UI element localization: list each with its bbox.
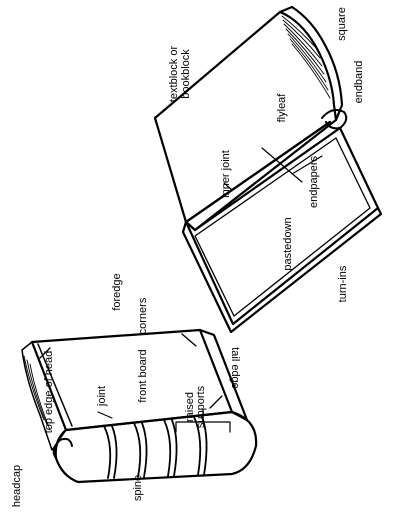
pastedown-board xyxy=(184,126,380,326)
spine-outline xyxy=(54,410,258,484)
label-top-edge-of-head: top edge of head xyxy=(43,350,55,434)
label-turn-ins: turn-ins xyxy=(337,265,349,303)
label-inner-joint: inner joint xyxy=(220,150,232,198)
headcap-curl xyxy=(52,437,73,459)
open-cover-top xyxy=(278,5,344,122)
page-edge-hatching xyxy=(281,15,331,99)
joint-leader xyxy=(97,411,113,419)
label-endband: endband xyxy=(353,60,365,104)
label-raised-supports: raised supports xyxy=(184,377,207,437)
label-textblock-line2: bookblock xyxy=(180,49,192,99)
raised-bands xyxy=(103,416,208,479)
label-raised-supports-text: raised supports xyxy=(184,385,207,429)
label-square: square xyxy=(336,7,348,41)
inner-joint-line xyxy=(184,120,332,224)
joint-line xyxy=(37,343,73,427)
endpapers-leader xyxy=(261,147,323,183)
label-flyleaf: flyleaf xyxy=(276,93,288,123)
raised-supports-bracket xyxy=(175,409,231,433)
label-headcap: headcap xyxy=(11,464,23,508)
label-tail-edge: tail edge xyxy=(229,347,241,389)
label-corners: corners xyxy=(137,297,149,335)
label-spine: spine xyxy=(132,474,144,502)
top-edge-of-head xyxy=(21,341,67,451)
inner-joint-leader xyxy=(223,182,233,191)
closed-book-drawing xyxy=(21,328,258,484)
open-book-drawing xyxy=(153,5,383,334)
textblock-outline xyxy=(153,10,338,232)
label-endpapers: endpapers xyxy=(308,156,320,208)
label-textblock-line1: textblock or xyxy=(168,45,180,103)
corner-lines xyxy=(39,333,223,409)
label-foredge: foredge xyxy=(111,273,123,311)
label-front-board: front board xyxy=(137,349,149,403)
label-pastedown: pastedown xyxy=(282,217,294,271)
head-page-lines xyxy=(23,355,51,431)
endband-curl xyxy=(321,109,348,130)
label-textblock: textblock or bookblock xyxy=(168,44,192,104)
board-thickness xyxy=(181,206,383,334)
label-joint: joint xyxy=(96,385,108,407)
